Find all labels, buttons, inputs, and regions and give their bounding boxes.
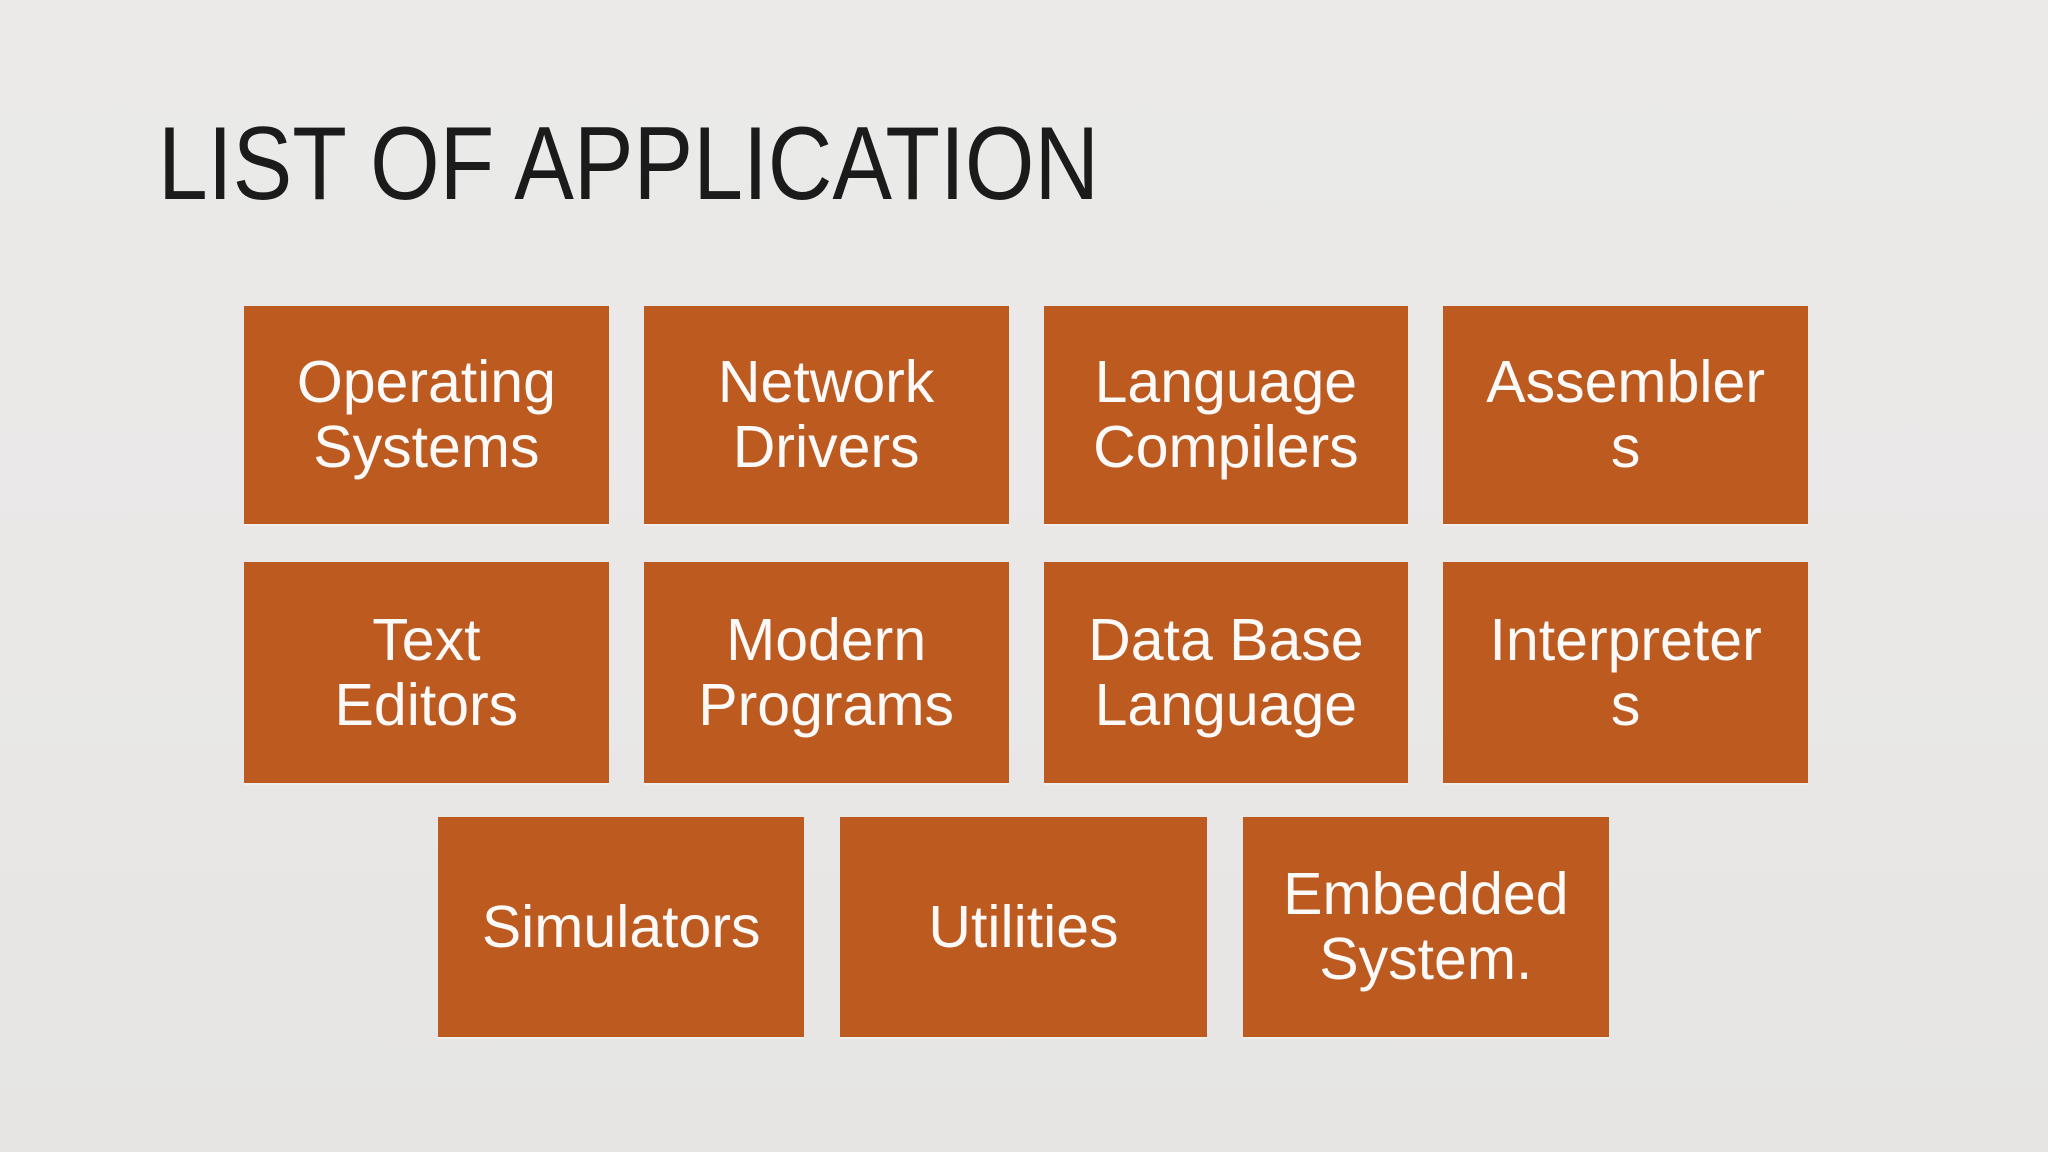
box-label: Data Base Language — [1088, 606, 1364, 738]
app-grid-row-3: Simulators Utilities Embedded System. — [438, 817, 1609, 1037]
box-label: Interpreter s — [1489, 606, 1762, 738]
app-grid-row-1: Operating Systems Network Drivers Langua… — [244, 306, 1808, 524]
box-text-editors: Text Editors — [244, 562, 609, 783]
box-label: Simulators — [481, 893, 761, 960]
box-label: Assembler s — [1486, 349, 1765, 480]
box-language-compilers: Language Compilers — [1043, 306, 1409, 524]
box-assemblers: Assembler s — [1443, 306, 1808, 524]
box-utilities: Utilities — [840, 817, 1207, 1037]
box-label: Operating Systems — [296, 349, 556, 480]
page-title: LIST OF APPLICATION — [158, 106, 1100, 222]
box-modern-programs: Modern Programs — [643, 562, 1009, 783]
box-label: Utilities — [928, 893, 1119, 960]
box-label: Text Editors — [334, 606, 519, 738]
box-label: Network Drivers — [717, 349, 935, 480]
box-embedded-system: Embedded System. — [1242, 817, 1609, 1037]
box-data-base-language: Data Base Language — [1043, 562, 1409, 783]
app-grid-row-2: Text Editors Modern Programs Data Base L… — [244, 562, 1808, 783]
box-simulators: Simulators — [438, 817, 805, 1037]
box-label: Language Compilers — [1093, 349, 1359, 480]
box-network-drivers: Network Drivers — [643, 306, 1009, 524]
box-interpreters: Interpreter s — [1443, 562, 1808, 783]
box-label: Embedded System. — [1283, 861, 1569, 992]
box-operating-systems: Operating Systems — [244, 306, 609, 524]
box-label: Modern Programs — [698, 606, 954, 738]
